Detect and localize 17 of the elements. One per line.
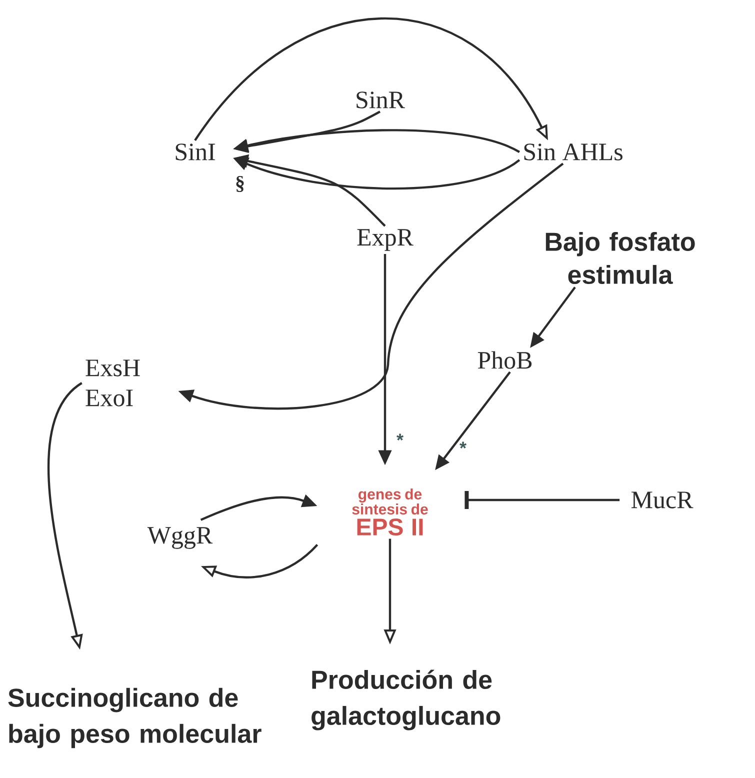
arrow	[194, 18, 548, 142]
product-label: Succinoglicano de bajo peso molecular	[8, 688, 262, 748]
asterisk: *	[460, 442, 466, 448]
section-sign: §	[236, 176, 244, 192]
inhibition-line	[464, 491, 620, 509]
condition-label: Bajo fosfato estimula	[546, 232, 695, 284]
gene-label: SinI	[176, 144, 215, 160]
asterisk: *	[396, 434, 404, 440]
product-label: Producción de galactoglucano	[312, 670, 500, 730]
gene-label: ExsH ExoI	[86, 360, 140, 406]
gene-cluster-label: genes de sintesis de EPS II	[352, 488, 428, 536]
gene-label: Sin AHLs	[524, 144, 622, 160]
gene-label: MucR	[631, 492, 694, 508]
gene-label: SinR	[356, 92, 405, 108]
gene-label: WggR	[147, 527, 213, 549]
gene-label: ExpR	[357, 229, 414, 251]
gene-label: PhoB	[478, 351, 532, 369]
